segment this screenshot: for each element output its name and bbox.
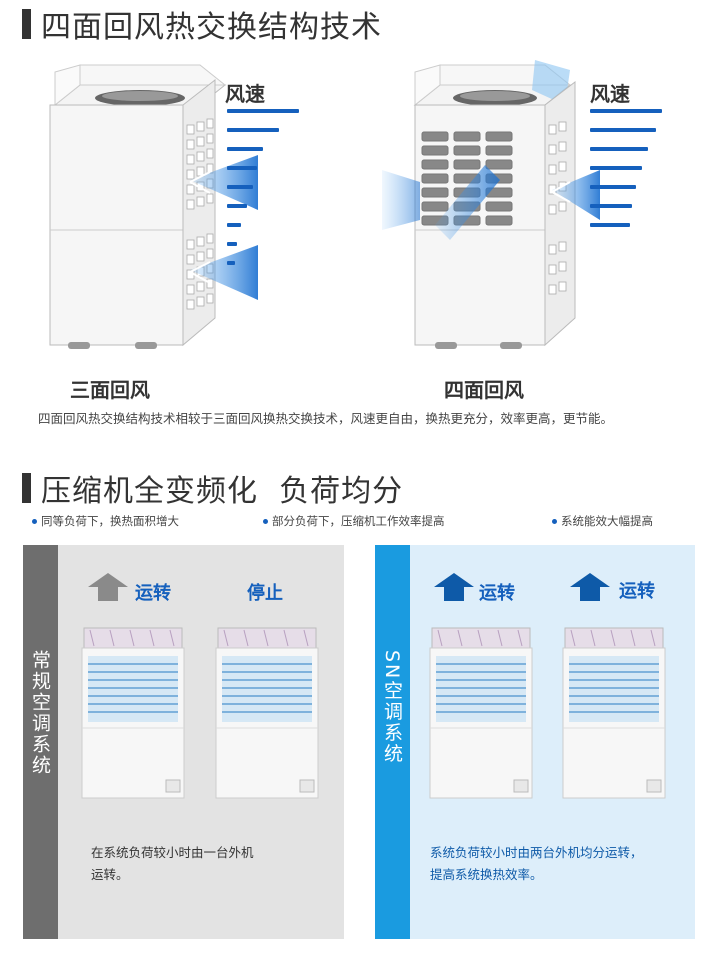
bullet-dot-icon (32, 519, 37, 524)
sn-side-label: SN空调系统 (375, 545, 410, 939)
section-title-heat-exchange: 四面回风热交换结构技术 (22, 4, 382, 45)
title-bar-mark (22, 473, 31, 503)
section1-description: 四面回风热交换结构技术相较于三面回风换热交换技术，风速更自由，换热更充分，效率更… (38, 411, 614, 426)
outdoor-unit-running (81, 627, 185, 799)
description-line-1: 在系统负荷较小时由一台外机 (91, 845, 254, 860)
description-line-2: 提高系统换热效率。 (430, 867, 543, 882)
bullet-item-2: 部分负荷下，压缩机工作效率提高 (263, 513, 445, 529)
outdoor-unit-running (429, 627, 533, 799)
caption-four-side: 四面回风 (444, 378, 524, 402)
up-arrow-icon (434, 573, 474, 601)
sn-system-panel: SN空调系统 运转 运转 系统负荷较小时由两台外机均分运转， 提高系统换热效率。 (375, 545, 695, 939)
unit1-status-running: 运转 (479, 583, 515, 604)
conventional-system-panel: 常规空调系统 运转 停止 在系统负荷较小时由一台外机 运转。 (23, 545, 344, 939)
bullet-dot-icon (552, 519, 557, 524)
wind-speed-lines-left (227, 109, 299, 280)
description-line-1: 系统负荷较小时由两台外机均分运转， (430, 845, 643, 860)
up-arrow-icon (88, 573, 128, 601)
conventional-side-label: 常规空调系统 (23, 545, 58, 939)
wind-speed-lines-right (590, 109, 662, 242)
bullet-dot-icon (263, 519, 268, 524)
sn-description: 系统负荷较小时由两台外机均分运转， 提高系统换热效率。 (430, 842, 643, 886)
bullet-item-1: 同等负荷下，换热面积增大 (32, 513, 179, 529)
three-side-return-unit-illustration (49, 64, 258, 349)
wind-speed-label-right: 风速 (590, 82, 630, 106)
caption-three-side: 三面回风 (70, 378, 150, 402)
side-label-text: 常规空调系统 (29, 650, 51, 776)
outdoor-unit-running (562, 627, 666, 799)
description-line-2: 运转。 (91, 867, 129, 882)
bullet-text: 同等负荷下，换热面积增大 (41, 514, 179, 528)
bullet-text: 系统能效大幅提高 (561, 514, 653, 528)
side-label-text: SN空调系统 (381, 650, 403, 765)
bullet-text: 部分负荷下，压缩机工作效率提高 (272, 514, 445, 528)
outdoor-unit-stopped (215, 627, 319, 799)
unit2-status-stopped: 停止 (247, 583, 283, 604)
section-title-compressor: 压缩机全变频化 负荷均分 (22, 468, 404, 509)
four-side-return-unit-illustration (382, 60, 600, 349)
up-arrow-icon (570, 573, 610, 601)
conventional-description: 在系统负荷较小时由一台外机 运转。 (91, 842, 254, 886)
wind-speed-label-left: 风速 (225, 82, 265, 106)
section-title-text: 四面回风热交换结构技术 (41, 10, 382, 45)
bullet-item-3: 系统能效大幅提高 (552, 513, 653, 529)
unit2-status-running: 运转 (619, 581, 655, 602)
unit1-status-running: 运转 (135, 583, 171, 604)
section-title-text: 压缩机全变频化 负荷均分 (41, 474, 404, 509)
title-bar-mark (22, 9, 31, 39)
